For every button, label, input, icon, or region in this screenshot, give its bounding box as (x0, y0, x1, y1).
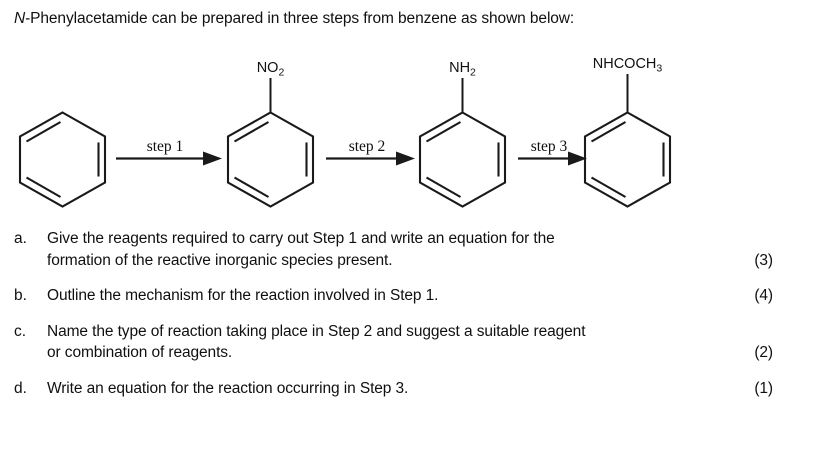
question-stem: N-Phenylacetamide can be prepared in thr… (14, 9, 574, 29)
nitrobenzene-ring-outline (226, 111, 315, 208)
question-b-line-1-text: Outline the mechanism for the reaction i… (47, 287, 439, 304)
arrow-step-2-head (396, 151, 415, 166)
stem-italic-prefix: N (14, 10, 26, 27)
arrow-step-3 (518, 151, 587, 166)
question-item-b: b. Outline the mechanism for the reactio… (0, 285, 813, 307)
benzene-double-bond-upper-left (25, 121, 62, 143)
arrow-step-2-label: step 2 (349, 138, 386, 155)
substituent-label-nh2: NH2 (449, 60, 476, 79)
question-b-marks: (4) (754, 287, 773, 304)
question-d-marks: (1) (754, 379, 773, 397)
reaction-scheme: NO2 NH2 NHCOCH3 step 1 step 2 step 3 (0, 42, 813, 217)
question-item-a: a. Give the reagents required to carry o… (0, 228, 813, 271)
substituent-label-no2: NO2 (257, 60, 285, 79)
question-a-line-2-text: formation of the reactive inorganic spec… (47, 251, 393, 269)
question-item-d: d. Write an equation for the reaction oc… (0, 378, 813, 400)
question-marker-a: a. (14, 230, 27, 247)
arrow-step-3-head (568, 151, 587, 166)
arrow-step-3-label: step 3 (531, 138, 568, 155)
question-c-line-1: Name the type of reaction taking place i… (47, 322, 586, 340)
substituent-label-nhcoch3: NHCOCH3 (593, 56, 663, 75)
molecule-nitrobenzene (226, 78, 315, 208)
arrow-step-1 (116, 151, 222, 166)
arrow-step-1-label: step 1 (147, 138, 184, 155)
question-body-d: Write an equation for the reaction occur… (47, 378, 773, 400)
stem-text: -Phenylacetamide can be prepared in thre… (25, 10, 575, 27)
question-b-line-1: Outline the mechanism for the reaction i… (47, 285, 773, 307)
arrow-step-1-head (203, 151, 222, 166)
question-c-line-2-text: or combination of reagents. (47, 344, 233, 361)
question-a-marks: (3) (754, 251, 773, 269)
benzene-ring-outline (18, 111, 107, 208)
question-c-line-2: or combination of reagents. (2) (47, 342, 773, 364)
question-marker-d: d. (14, 379, 27, 397)
question-marker-b: b. (14, 287, 27, 304)
question-list: a. Give the reagents required to carry o… (0, 228, 813, 413)
question-d-line-1: Write an equation for the reaction occur… (47, 378, 773, 400)
phenylacetamide-double-bond-upper-left (590, 121, 627, 143)
molecule-benzene (18, 111, 107, 208)
arrow-step-2 (326, 151, 415, 166)
molecule-phenylamine (418, 78, 507, 208)
question-item-c: c. Name the type of reaction taking plac… (0, 321, 813, 364)
phenylamine-double-bond-upper-left (425, 121, 462, 143)
phenylamine-ring-outline (418, 111, 507, 208)
question-a-line-1: Give the reagents required to carry out … (47, 230, 555, 247)
question-body-c: Name the type of reaction taking place i… (47, 321, 773, 364)
question-a-line-2: formation of the reactive inorganic spec… (47, 250, 773, 272)
question-c-marks: (2) (754, 344, 773, 361)
phenylamine-double-bond-lower-left (425, 176, 462, 198)
benzene-double-bond-lower-left (25, 176, 62, 198)
question-marker-c: c. (14, 322, 27, 340)
question-d-line-1-text: Write an equation for the reaction occur… (47, 379, 409, 397)
nitrobenzene-double-bond-upper-left (233, 121, 270, 143)
nitrobenzene-double-bond-lower-left (233, 176, 270, 198)
phenylacetamide-double-bond-lower-left (590, 176, 627, 198)
question-body-b: Outline the mechanism for the reaction i… (47, 285, 773, 307)
question-body-a: Give the reagents required to carry out … (47, 228, 773, 271)
phenylacetamide-ring-outline (583, 111, 672, 208)
molecule-phenylacetamide (583, 74, 672, 208)
